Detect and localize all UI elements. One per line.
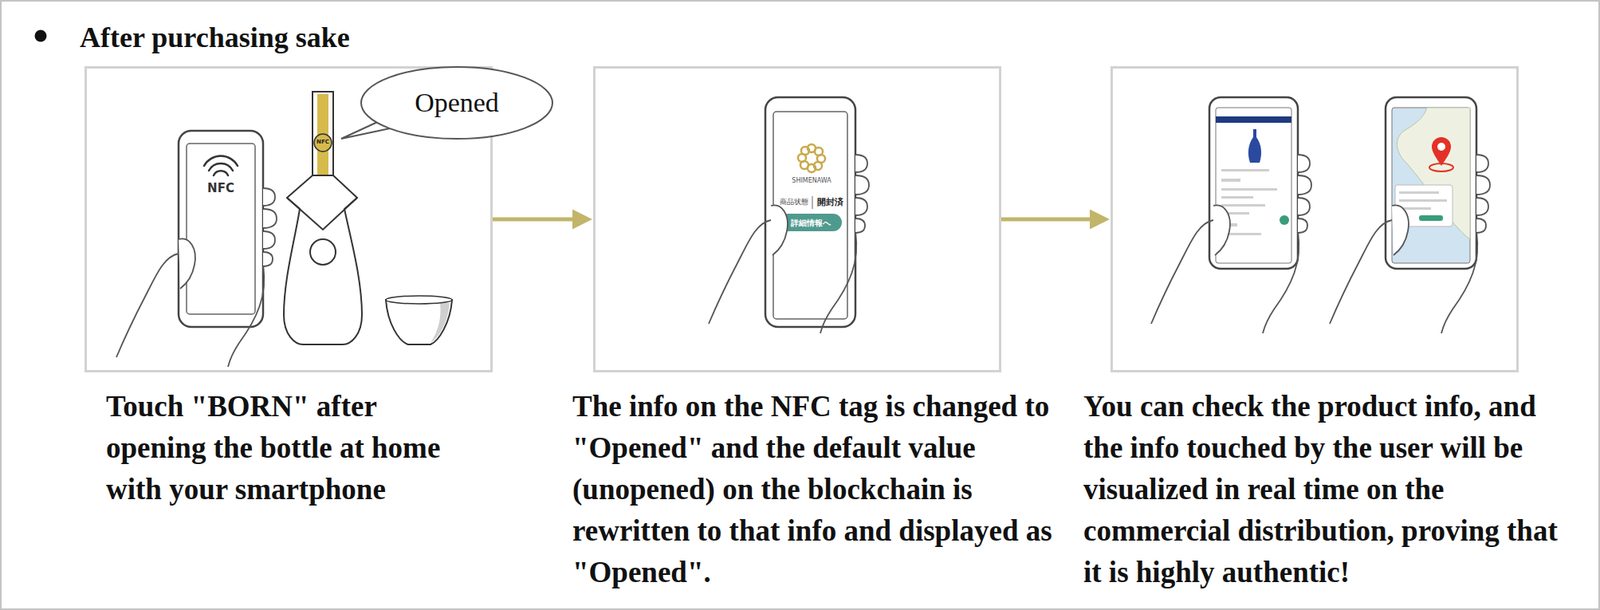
step-panel: Touch "BORN" after opening the bottle at… (84, 66, 493, 373)
sake-bottle (314, 133, 332, 152)
step-panel: You can check the product info, and the … (1110, 66, 1519, 373)
brand-name: SHIMENAWA (791, 177, 831, 185)
phone-map (1399, 199, 1447, 202)
phone-product-info (1221, 188, 1278, 191)
status-value: 開封済 (817, 197, 844, 208)
hand (116, 188, 277, 367)
step-caption: You can check the product info, and the … (1083, 385, 1572, 594)
phone-nfc (204, 156, 238, 176)
sake-cup (385, 295, 453, 304)
phone-map (1419, 215, 1443, 221)
phone-nfc (178, 130, 264, 327)
bullet (35, 30, 48, 43)
phone-map (1399, 191, 1447, 210)
phone-product-info (1221, 196, 1254, 199)
phone-opened (798, 144, 826, 173)
phone-map (1431, 137, 1451, 166)
bubble-text: Opened (414, 87, 500, 118)
flow-arrow (1001, 217, 1094, 222)
sake-bottle (283, 175, 362, 345)
hand (1329, 154, 1490, 334)
phone-opened (779, 213, 842, 232)
bubble-outline (361, 66, 553, 139)
sake-bottle (283, 91, 362, 345)
speech-bubble: Opened (359, 65, 555, 141)
heading: After purchasing sake (79, 16, 350, 59)
sake-bottle (310, 239, 336, 265)
step-caption: Touch "BORN" after opening the bottle at… (106, 385, 465, 511)
flow-arrow (492, 217, 577, 222)
sake-cup (430, 302, 450, 343)
phone-opened (812, 196, 814, 209)
status-label: 商品状態 (779, 198, 809, 207)
nfc-tag-label: NFC (316, 139, 330, 146)
phone-product-info (1221, 178, 1241, 182)
phone-product-info (1215, 116, 1292, 123)
hand (1151, 154, 1312, 334)
phone-product-info (1221, 204, 1266, 207)
button-label: 詳細情報へ (790, 218, 831, 228)
phone-map (1437, 142, 1446, 151)
phone-product-info (1248, 129, 1262, 163)
phone-nfc (186, 143, 256, 315)
phone-product-info (1279, 215, 1290, 225)
sake-cup (385, 299, 453, 345)
sake-bottle (312, 91, 334, 177)
hand (708, 154, 869, 334)
phone-product-info (1221, 169, 1270, 172)
nfc-mark: NFC (207, 181, 235, 196)
step-caption: The info on the NFC tag is changed to "O… (572, 385, 1075, 594)
phone-map (1399, 191, 1439, 194)
sake-cup (385, 295, 453, 345)
phone-nfc (178, 130, 264, 327)
phone-opened (801, 146, 810, 155)
sake-bottle (286, 197, 358, 230)
